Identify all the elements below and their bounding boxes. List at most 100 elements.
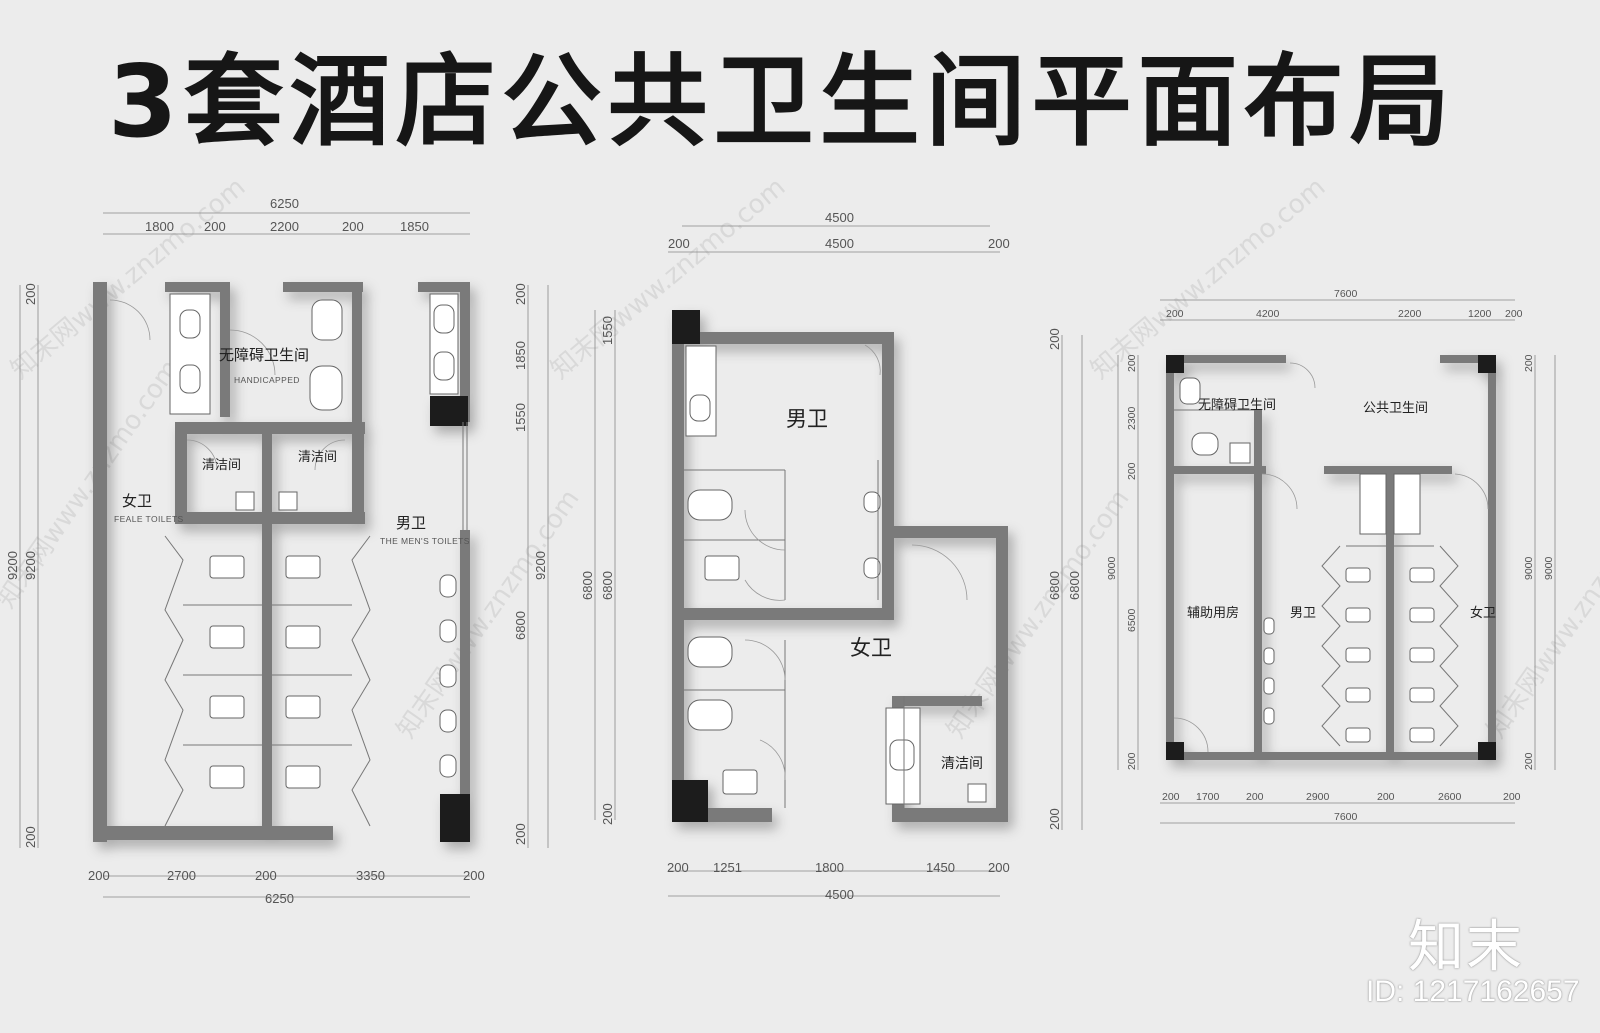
p3-handicapped-label: 无障碍卫生间 bbox=[1198, 398, 1276, 413]
plan-3-partitions bbox=[1174, 409, 1459, 747]
p2-dim-top-total: 4500 bbox=[825, 210, 854, 225]
brand-logo: 知末 bbox=[1408, 915, 1524, 980]
p2-dim-bottom-2: 1251 bbox=[713, 860, 742, 875]
p3-dim-left-total: 9000 bbox=[1106, 556, 1118, 580]
p1-dim-bottom-2: 2700 bbox=[167, 868, 196, 883]
watermark-3: 知末网www.znzmo.com bbox=[1085, 172, 1331, 385]
plan-1-squat-toilets bbox=[209, 555, 321, 789]
watermark-1: 知末网www.znzmo.com bbox=[5, 172, 251, 385]
p1-male-label: 男卫 bbox=[396, 514, 426, 532]
plan-1-walls bbox=[93, 282, 470, 842]
p3-male-label: 男卫 bbox=[1290, 606, 1316, 621]
p2-male-label: 男卫 bbox=[786, 407, 828, 431]
p2-dim-left-1: 1550 bbox=[600, 316, 615, 345]
p3-dim-left-1: 200 bbox=[1126, 354, 1138, 372]
p1-dim-left-total: 9200 bbox=[5, 551, 20, 580]
p2-dim-bottom-3: 1800 bbox=[815, 860, 844, 875]
p1-dim-top-1: 1800 bbox=[145, 219, 174, 234]
plan-2-labels: 男卫 女卫 清洁间 bbox=[786, 407, 983, 772]
plan-3-squat-toilets bbox=[1345, 567, 1435, 743]
page-title: 3套酒店公共卫生间平面布局 bbox=[108, 43, 1456, 160]
p2-dim-right-3: 200 bbox=[1047, 808, 1062, 830]
plan-2-dim-labels: 4500 200 4500 200 200 1251 1800 1450 200… bbox=[580, 210, 1082, 902]
plan-3-dimensions bbox=[1117, 299, 1556, 824]
p2-dim-top-1: 200 bbox=[668, 236, 690, 251]
p1-dim-right-5: 200 bbox=[513, 823, 528, 845]
plan-1-labels: 无障碍卫生间 HANDICAPPED 清洁间 清洁间 女卫 FEALE TOIL… bbox=[114, 346, 470, 546]
p3-dim-top-5: 200 bbox=[1505, 308, 1523, 320]
p3-dim-bottom-2: 1700 bbox=[1196, 791, 1220, 803]
plan-2-dimensions bbox=[594, 225, 1083, 897]
p3-dim-bottom-3: 200 bbox=[1246, 791, 1264, 803]
p1-dim-bottom-4: 3350 bbox=[356, 868, 385, 883]
plan-1-dim-labels: 6250 1800 200 2200 200 1850 200 2700 200… bbox=[5, 196, 548, 906]
plan-3-fixtures bbox=[1173, 362, 1489, 753]
p2-dim-right-total: 6800 bbox=[1067, 571, 1082, 600]
p3-dim-top-2: 4200 bbox=[1256, 308, 1280, 320]
p1-handicapped-label: 无障碍卫生间 bbox=[219, 346, 309, 364]
p1-dim-top-5: 1850 bbox=[400, 219, 429, 234]
p3-dim-right-1: 200 bbox=[1523, 354, 1535, 372]
p3-dim-bottom-7: 200 bbox=[1503, 791, 1521, 803]
p3-dim-right-total: 9000 bbox=[1543, 556, 1555, 580]
p3-dim-right-2: 9000 bbox=[1523, 556, 1535, 580]
watermark-7: 知末网www.znzmo.com bbox=[1481, 484, 1600, 744]
p3-dim-top-1: 200 bbox=[1166, 308, 1184, 320]
p1-dim-top-2: 200 bbox=[204, 219, 226, 234]
plan-1-partitions bbox=[164, 422, 468, 827]
p3-auxiliary-label: 辅助用房 bbox=[1187, 605, 1239, 621]
plan-1-doors bbox=[109, 299, 346, 471]
p2-cleaning-label: 清洁间 bbox=[941, 756, 983, 772]
p3-dim-left-3: 200 bbox=[1126, 462, 1138, 480]
p1-dim-left-2: 9200 bbox=[23, 551, 38, 580]
p2-dim-bottom-total: 4500 bbox=[825, 887, 854, 902]
plan-3-dim-labels: 7600 200 4200 2200 1200 200 200 1700 200… bbox=[1106, 288, 1555, 823]
p1-handicapped-en: HANDICAPPED bbox=[234, 375, 300, 385]
p3-dim-bottom-6: 2600 bbox=[1438, 791, 1462, 803]
p3-dim-bottom-4: 2900 bbox=[1306, 791, 1330, 803]
p3-dim-top-3: 2200 bbox=[1398, 308, 1422, 320]
p1-dim-bottom-total: 6250 bbox=[265, 891, 294, 906]
p1-dim-top-4: 200 bbox=[342, 219, 364, 234]
plan-3-walls bbox=[1166, 355, 1496, 760]
p1-dim-bottom-1: 200 bbox=[88, 868, 110, 883]
p1-dim-top-total: 6250 bbox=[270, 196, 299, 211]
plan-3-doors bbox=[1173, 362, 1489, 753]
plan-1-fixtures bbox=[109, 293, 468, 827]
plan-1: 6250 1800 200 2200 200 1850 200 2700 200… bbox=[5, 196, 549, 906]
p1-female-label: 女卫 bbox=[122, 492, 152, 510]
p3-dim-bottom-1: 200 bbox=[1162, 791, 1180, 803]
p1-cleaning-right: 清洁间 bbox=[298, 450, 337, 465]
p1-dim-right-2: 1850 bbox=[513, 341, 528, 370]
p3-dim-bottom-5: 200 bbox=[1377, 791, 1395, 803]
p1-dim-right-1: 200 bbox=[513, 283, 528, 305]
watermark-2: 知末网www.znzmo.com bbox=[545, 172, 791, 385]
p1-female-en: FEALE TOILETS bbox=[114, 514, 184, 524]
p2-dim-top-2: 4500 bbox=[825, 236, 854, 251]
plan-2-fixtures bbox=[684, 344, 987, 808]
p1-dim-bottom-5: 200 bbox=[463, 868, 485, 883]
p3-dim-right-3: 200 bbox=[1523, 752, 1535, 770]
p2-dim-left-2: 6800 bbox=[600, 571, 615, 600]
p3-dim-top-4: 1200 bbox=[1468, 308, 1492, 320]
p2-dim-top-3: 200 bbox=[988, 236, 1010, 251]
p2-dim-bottom-5: 200 bbox=[988, 860, 1010, 875]
plan-3-labels: 无障碍卫生间 公共卫生间 辅助用房 男卫 女卫 bbox=[1187, 398, 1496, 621]
p1-dim-top-3: 2200 bbox=[270, 219, 299, 234]
p1-dim-right-total: 9200 bbox=[533, 551, 548, 580]
p3-dim-top-total: 7600 bbox=[1334, 288, 1358, 300]
p1-cleaning-left: 清洁间 bbox=[202, 458, 241, 473]
plan-2-doors bbox=[744, 344, 968, 781]
p2-dim-bottom-1: 200 bbox=[667, 860, 689, 875]
p2-dim-bottom-4: 1450 bbox=[926, 860, 955, 875]
p3-dim-left-4: 6500 bbox=[1126, 608, 1138, 632]
p2-dim-right-1: 200 bbox=[1047, 328, 1062, 350]
plan-1-dimensions bbox=[19, 212, 549, 898]
plan-1-urinals bbox=[439, 574, 457, 778]
p3-dim-bottom-total: 7600 bbox=[1334, 811, 1358, 823]
p1-male-en: THE MEN'S TOILETS bbox=[380, 536, 470, 546]
p2-female-label: 女卫 bbox=[850, 636, 892, 660]
p1-dim-bottom-3: 200 bbox=[255, 868, 277, 883]
